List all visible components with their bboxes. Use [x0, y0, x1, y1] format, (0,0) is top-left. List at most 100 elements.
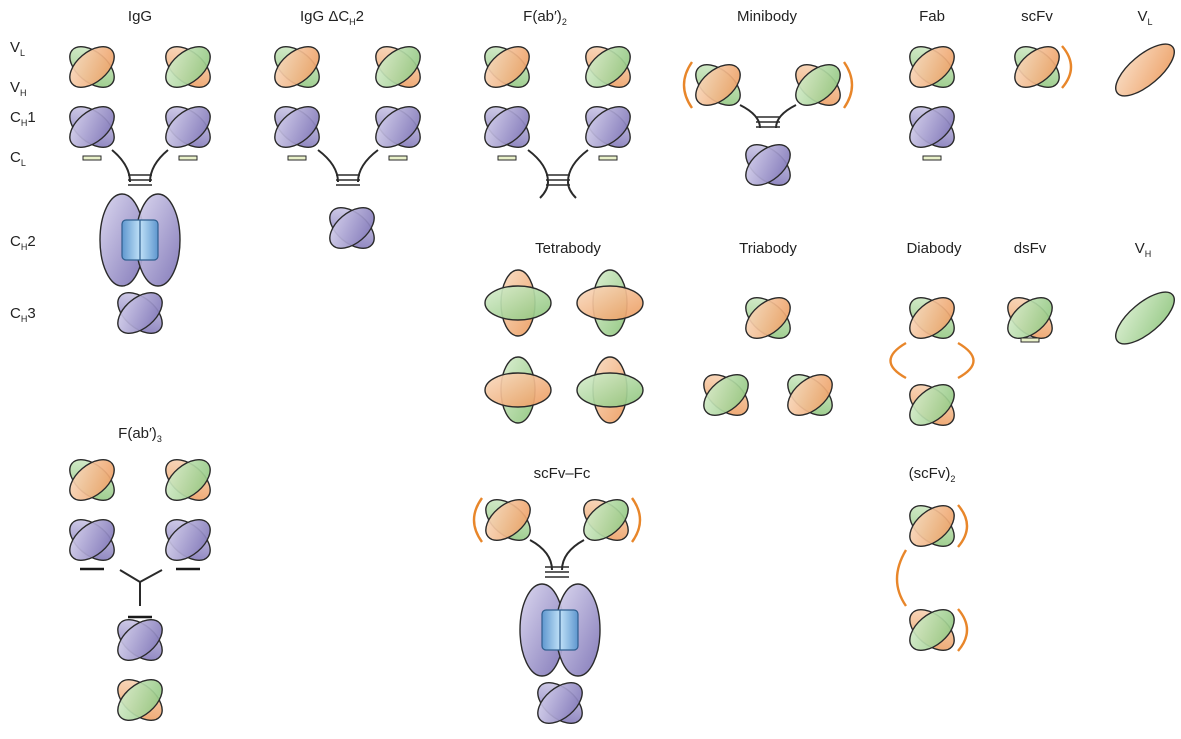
scfv2-top-b	[909, 505, 955, 547]
minibody-hinge	[739, 104, 797, 129]
diabody-linker-right	[957, 341, 975, 380]
minibody-linker-left	[682, 61, 693, 109]
fab2-variable-domains-b	[585, 46, 631, 88]
side-label-ch1: CH1	[10, 109, 36, 128]
igg-dch2-variable-domains-b	[274, 46, 320, 88]
igg-dch2-molecule	[274, 46, 421, 249]
label-diabody: Diabody	[906, 240, 962, 257]
scfv-fc-hinge	[529, 539, 585, 571]
side-label-ch3: CH3	[10, 305, 36, 324]
triabody-right-b	[787, 374, 833, 416]
dsfv-variable-domains-b	[1007, 297, 1053, 339]
scfv2-linker-bottom	[957, 608, 969, 652]
fab3-variable-domains-b	[165, 459, 211, 501]
vl-ellipse	[1115, 43, 1175, 97]
fab2-hinge	[527, 149, 589, 183]
igg-dch2-constant-b	[375, 106, 421, 148]
fab3-linker	[119, 569, 163, 606]
diabody-molecule	[889, 297, 975, 426]
fab2-molecule	[484, 46, 631, 199]
triabody-left-b	[703, 374, 749, 416]
diabody-linker-left	[889, 341, 907, 380]
fab-constant-b	[909, 106, 955, 148]
scfv2-bottom-b	[909, 609, 955, 651]
fab2-variable-domains-b	[484, 46, 530, 88]
fab-cl-disulfide	[922, 155, 942, 161]
fab2-constant-b	[484, 106, 530, 148]
igg-constant-ch1-cl-b	[69, 106, 115, 148]
igg-dch2-variable-domains-b	[375, 46, 421, 88]
fab2-cl-disulfide	[598, 155, 618, 161]
titles: IgG IgG ΔCH2 F(ab′)2 Minibody Fab scFv V…	[118, 8, 1152, 484]
side-label-ch2: CH2	[10, 233, 36, 252]
label-tetrabody: Tetrabody	[535, 240, 601, 257]
igg-dch2-constant-b	[274, 106, 320, 148]
fab3-bottom-variable-b	[117, 679, 163, 721]
label-scfv2: (scFv)2	[909, 465, 956, 484]
minibody-ch3-b	[745, 144, 791, 186]
fab2-constant-b	[585, 106, 631, 148]
label-igg-delta-ch2: IgG ΔCH2	[300, 8, 364, 27]
label-vh: VH	[1135, 240, 1152, 259]
igg-cl-disulfide	[178, 155, 198, 161]
scfv-linker	[1061, 45, 1073, 89]
diabody-bottom-b	[909, 384, 955, 426]
fab-molecule	[909, 46, 955, 161]
vh-domain	[1115, 291, 1175, 345]
dsfv-molecule	[1007, 297, 1053, 343]
fab3-molecule	[69, 459, 211, 721]
igg-constant-ch1-cl-b	[165, 106, 211, 148]
vh-ellipse	[1115, 291, 1175, 345]
dsfv-disulfide	[1020, 337, 1040, 343]
scfv-fc-fc-ch3-b	[537, 682, 583, 724]
minibody-linker-right	[843, 61, 854, 109]
tetrabody-horizontal	[576, 285, 644, 321]
igg-variable-domains-b	[165, 46, 211, 88]
scfv-fc-linker-left	[472, 497, 483, 543]
igg-dch2-ch3-b	[329, 207, 375, 249]
igg-hinge	[111, 149, 169, 183]
triabody-top-b	[745, 297, 791, 339]
igg-molecule	[69, 46, 211, 334]
label-fab3: F(ab′)3	[118, 425, 162, 444]
minibody-variable-domains-b	[795, 64, 841, 106]
diabody-top-b	[909, 297, 955, 339]
label-fab: Fab	[919, 8, 945, 25]
label-triabody: Triabody	[739, 240, 797, 257]
scfv-variable-domains-b	[1014, 46, 1060, 88]
fab3-variable-domains-b	[69, 459, 115, 501]
igg-dch2-cl-disulfide	[388, 155, 408, 161]
igg-cl-disulfide	[82, 155, 102, 161]
fab2-hinge-tails	[539, 181, 577, 199]
label-vl: VL	[1137, 8, 1152, 27]
label-minibody: Minibody	[737, 8, 798, 25]
tetrabody-horizontal	[484, 372, 552, 408]
igg-variable-domains-b	[69, 46, 115, 88]
vl-domain	[1115, 43, 1175, 97]
scfv2-molecule	[895, 504, 969, 652]
scfv-fc-linker-right	[631, 497, 642, 543]
scfv-molecule	[1014, 45, 1073, 89]
fab3-constant-b	[69, 519, 115, 561]
triabody-molecule	[703, 297, 833, 416]
label-scfv-fc: scFv–Fc	[534, 465, 591, 482]
igg-dch2-hinge	[317, 149, 379, 183]
scfv-fc-variable-domains-b	[485, 499, 531, 541]
scfv-fc-molecule	[472, 497, 642, 724]
scfv2-linker-middle	[895, 549, 908, 607]
minibody-variable-domains-b	[695, 64, 741, 106]
scfv2-linker-top	[957, 504, 969, 548]
label-dsfv: dsFv	[1014, 240, 1047, 257]
label-fab2: F(ab′)2	[523, 8, 567, 27]
side-label-vh: VH	[10, 79, 27, 98]
tetrabody-horizontal	[576, 372, 644, 408]
antibody-shapes	[69, 43, 1175, 724]
side-label-cl: CL	[10, 149, 26, 168]
fab3-constant-b	[165, 519, 211, 561]
scfv-fc-variable-domains-b	[583, 499, 629, 541]
fab2-cl-disulfide	[497, 155, 517, 161]
igg-dch2-cl-disulfide	[287, 155, 307, 161]
label-igg: IgG	[128, 8, 152, 25]
igg-fc-ch3-b	[117, 292, 163, 334]
